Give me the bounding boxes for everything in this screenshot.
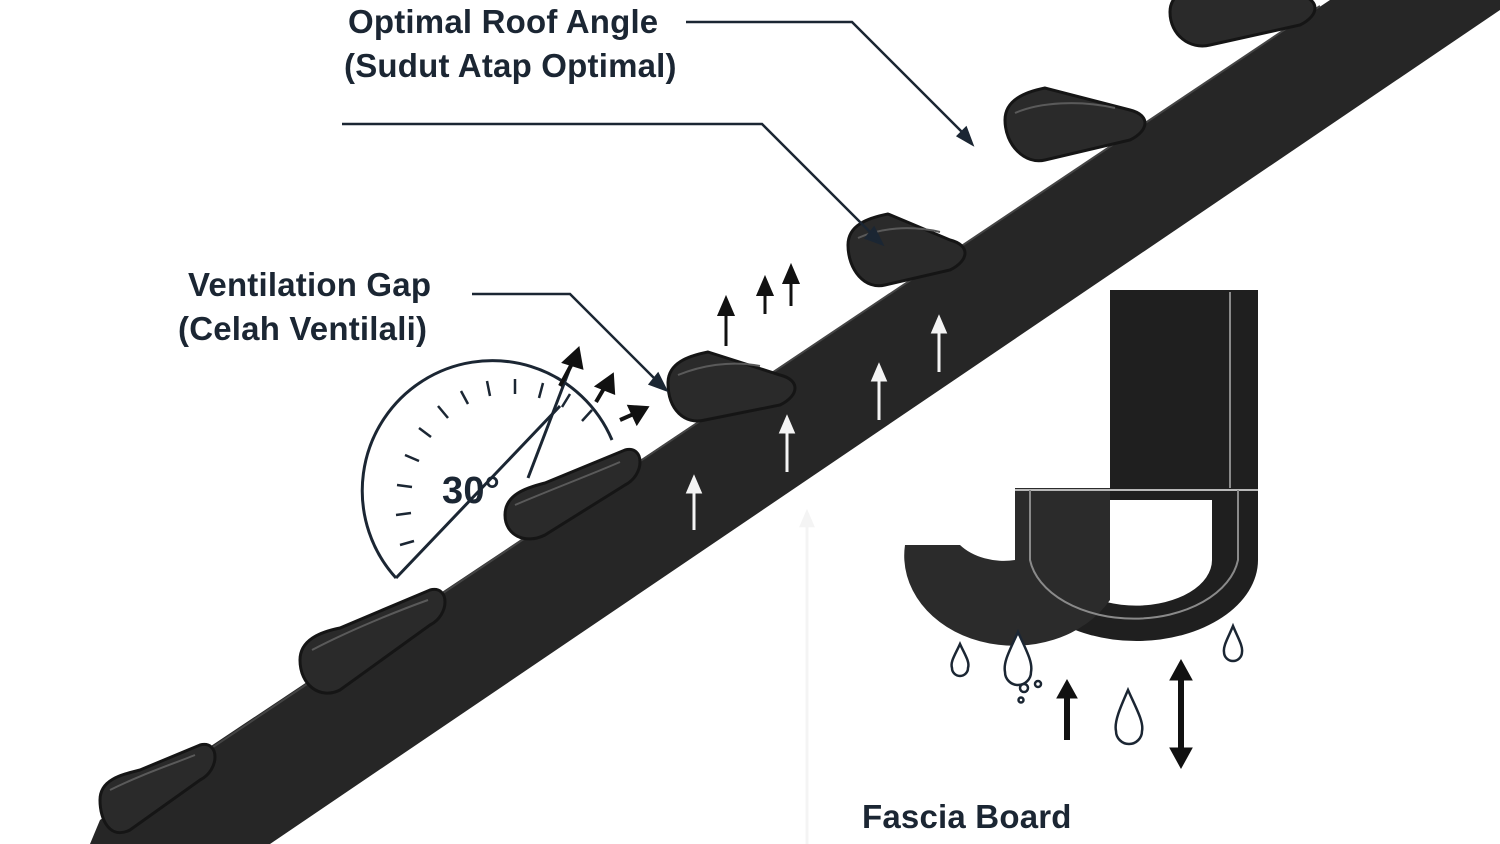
up-arrow-icon — [593, 372, 616, 396]
ventilation-arrows — [685, 314, 948, 530]
ventilation-gap-title: Ventilation Gap — [188, 266, 432, 303]
up-arrow-icon — [778, 414, 796, 434]
gutter — [904, 290, 1258, 646]
roof-tile — [666, 350, 797, 423]
gutter-downpipe — [1110, 290, 1258, 500]
airflow-arrows — [558, 262, 801, 427]
up-arrow-icon — [930, 314, 948, 334]
up-arrow-icon — [626, 404, 650, 427]
water-drop-icon — [1018, 682, 1030, 694]
ventilation-leader — [472, 292, 661, 385]
leader-lines — [342, 20, 975, 844]
water-drop-icon — [1003, 628, 1033, 687]
roof-tile — [98, 743, 217, 835]
angle-value: 30° — [442, 470, 501, 512]
up-arrow-icon — [781, 262, 801, 284]
up-arrow-icon — [561, 346, 584, 370]
water-drop-icon — [1017, 696, 1025, 704]
up-arrow-icon — [685, 474, 703, 494]
roof-angle-subtitle: (Sudut Atap Optimal) — [344, 47, 677, 84]
gutter-back — [904, 488, 1110, 646]
roof-angle-title: Optimal Roof Angle — [348, 3, 659, 40]
water-drop-icon — [1222, 622, 1244, 663]
tile-leader — [342, 122, 877, 239]
roof-tile — [503, 448, 642, 541]
roof-tile — [1168, 0, 1317, 48]
roof-tiles — [90, 0, 1500, 844]
ventilation-gap-subtitle: (Celah Ventilali) — [178, 310, 428, 347]
water-drop-icon — [1033, 679, 1043, 689]
roof-angle-leader — [686, 20, 969, 139]
water-drop-icon — [950, 640, 970, 678]
flow-arrows — [1056, 658, 1193, 770]
up-arrow-icon — [755, 274, 775, 296]
up-arrow-icon — [716, 294, 736, 316]
ventilation-gap-label: Ventilation Gap (Celah Ventilali) — [178, 263, 431, 351]
roof-tile — [298, 588, 447, 695]
roof-angle-label: Optimal Roof Angle (Sudut Atap Optimal) — [344, 0, 677, 88]
water-drop-icon — [1114, 686, 1144, 746]
up-arrow-icon — [1056, 678, 1078, 699]
water-drops — [950, 622, 1244, 746]
fascia-board-label: Fascia Board — [862, 798, 1072, 835]
up-arrow-icon — [870, 362, 888, 382]
